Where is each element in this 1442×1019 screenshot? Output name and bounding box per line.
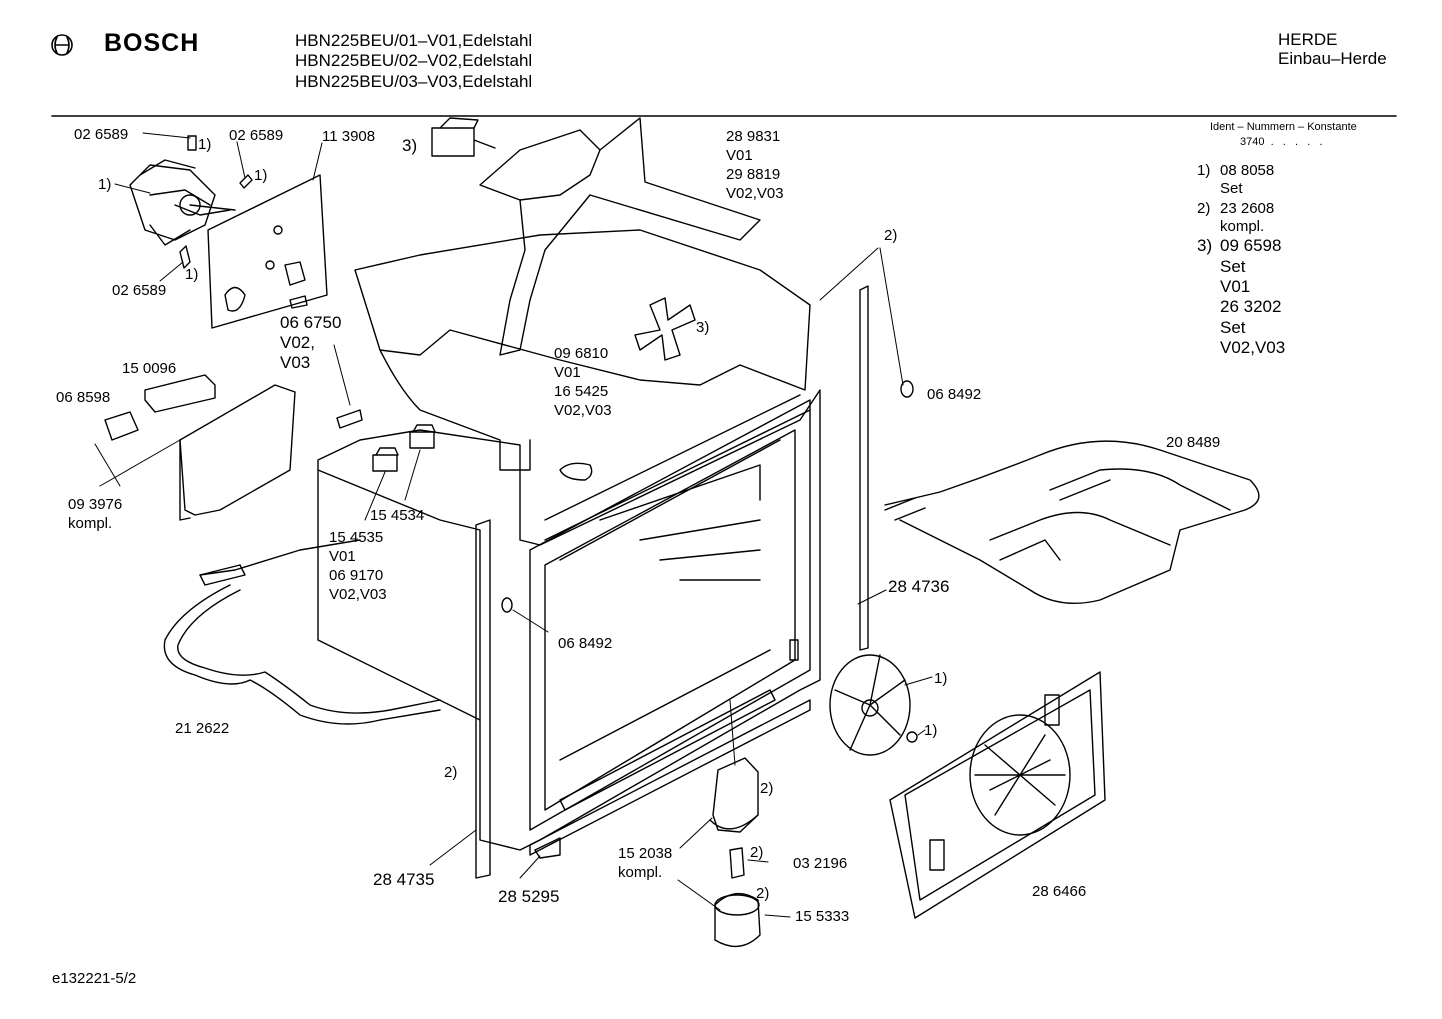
ident-title: Ident – Nummern – Konstante xyxy=(1210,121,1357,133)
variant-label: V02,V03 xyxy=(329,586,387,603)
fan-blade-part xyxy=(634,297,696,361)
variant-label: V02,V03 xyxy=(726,185,784,202)
oven-cavity-part xyxy=(317,389,821,851)
switch-block-part xyxy=(104,374,296,521)
part-label: 15 2038 xyxy=(618,845,673,862)
model-line-1: HBN225BEU/01–V01,Edelstahl xyxy=(295,31,533,50)
lamp-holder-part xyxy=(709,757,759,833)
ident-value: 3740 . . . . . xyxy=(1240,136,1323,148)
note-2-code: 23 2608 xyxy=(1220,200,1275,217)
note-3-line-1: Set xyxy=(1220,257,1246,276)
part-label: 15 0096 xyxy=(122,360,177,377)
part-label: 06 9170 xyxy=(329,567,384,584)
part-label: 28 5295 xyxy=(498,887,560,906)
side-rail-part xyxy=(475,285,869,879)
variant-label: V01 xyxy=(554,364,581,381)
diagram-code: e132221-5/2 xyxy=(52,970,137,987)
cap-part xyxy=(501,597,513,613)
part-label: 06 8492 xyxy=(927,386,982,403)
base-strip-part xyxy=(529,699,811,856)
thermostat-part xyxy=(372,424,436,472)
note-3-number: 3) xyxy=(1197,236,1213,255)
note-2-text: kompl. xyxy=(1220,218,1265,235)
part-label: 06 6750 xyxy=(280,313,342,332)
part-label: 28 9831 xyxy=(726,128,781,145)
ref-label: 2) xyxy=(756,885,770,902)
note-2-number: 2) xyxy=(1197,200,1211,217)
ref-label: 1) xyxy=(254,167,268,184)
clip-part xyxy=(187,135,197,151)
variant-label: V02, xyxy=(280,333,315,352)
ref-label: 1) xyxy=(934,670,948,687)
ref-label: 3) xyxy=(696,319,710,336)
part-label: 15 5333 xyxy=(795,908,850,925)
note-3-code: 09 6598 xyxy=(1220,236,1282,255)
switch-part xyxy=(431,117,496,157)
brand-name: BOSCH xyxy=(104,29,200,57)
part-label: 03 2196 xyxy=(793,855,848,872)
switch-part xyxy=(336,409,363,429)
ref-label: 3) xyxy=(402,136,418,155)
note-1-code: 08 8058 xyxy=(1220,162,1275,179)
note-3-line-2: V01 xyxy=(1220,277,1251,296)
part-label: 06 8492 xyxy=(558,635,613,652)
note-3-line-4: Set xyxy=(1220,318,1246,337)
ref-label: 1) xyxy=(185,266,199,283)
category-line-1: HERDE xyxy=(1278,30,1338,49)
fan-wheel-part xyxy=(829,654,911,756)
lamp-cover-part xyxy=(714,892,761,948)
variant-label: V01 xyxy=(329,548,356,565)
variant-label: V02,V03 xyxy=(554,402,612,419)
category-line-2: Einbau–Herde xyxy=(1278,49,1387,68)
air-duct-part xyxy=(354,117,811,471)
part-label: 28 4736 xyxy=(888,577,950,596)
ref-label: 2) xyxy=(760,780,774,797)
part-label: 15 4534 xyxy=(370,507,425,524)
part-label: 02 6589 xyxy=(74,126,129,143)
ref-label: 2) xyxy=(884,227,898,244)
part-label: 28 6466 xyxy=(1032,883,1087,900)
ref-label: 1) xyxy=(198,136,212,153)
part-label: 11 3908 xyxy=(322,128,376,145)
ref-label: 1) xyxy=(924,722,938,739)
heater-upper-part xyxy=(884,440,1260,605)
part-label: 29 8819 xyxy=(726,166,781,183)
ref-label: 2) xyxy=(444,764,458,781)
part-label: 15 4535 xyxy=(329,529,384,546)
part-label: 06 8598 xyxy=(56,389,111,406)
part-label: 21 2622 xyxy=(175,720,230,737)
part-label: 02 6589 xyxy=(112,282,167,299)
kit-label: kompl. xyxy=(618,864,663,881)
cap-part xyxy=(900,380,914,398)
back-plate-part xyxy=(207,174,328,329)
part-label: 28 4735 xyxy=(373,870,435,889)
variant-label: V01 xyxy=(726,147,753,164)
clip-part xyxy=(239,174,253,189)
part-label: 02 6589 xyxy=(229,127,284,144)
ref-label: 1) xyxy=(98,176,112,193)
fan-cover-part xyxy=(889,671,1106,919)
part-label: 16 5425 xyxy=(554,383,609,400)
note-1-number: 1) xyxy=(1197,162,1211,179)
variant-label: V03 xyxy=(280,353,311,372)
note-3-line-3: 26 3202 xyxy=(1220,297,1282,316)
part-label: 20 8489 xyxy=(1166,434,1221,451)
kit-label: kompl. xyxy=(68,515,113,532)
fan-motor-part xyxy=(129,159,236,246)
note-1-text: Set xyxy=(1220,180,1243,197)
part-label: 09 6810 xyxy=(554,345,609,362)
part-label: 09 3976 xyxy=(68,496,123,513)
bulb-part xyxy=(729,847,745,879)
ref-label: 2) xyxy=(750,844,764,861)
note-3-line-5: V02,V03 xyxy=(1220,338,1286,357)
bosch-logo-icon xyxy=(51,34,73,56)
heater-lower-part xyxy=(163,539,441,725)
model-line-2: HBN225BEU/02–V02,Edelstahl xyxy=(295,51,533,70)
model-line-3: HBN225BEU/03–V03,Edelstahl xyxy=(295,72,533,91)
nut-part xyxy=(906,731,918,743)
